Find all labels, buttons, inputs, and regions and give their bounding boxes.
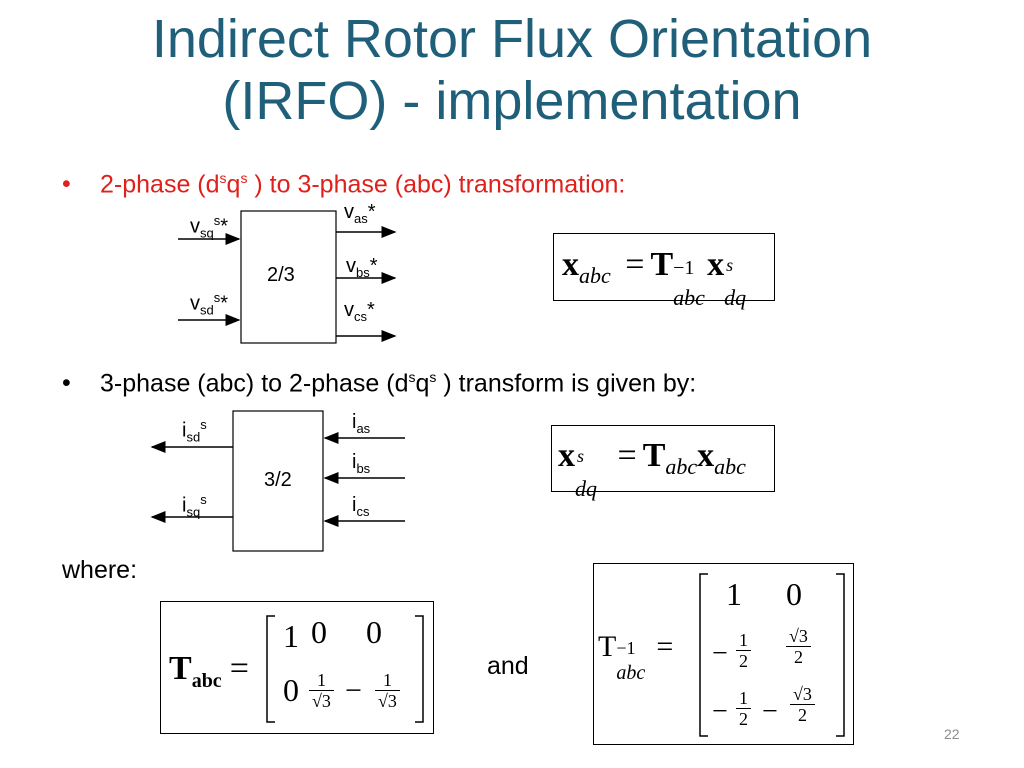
matrix-T-r2c2: 1√3 [309, 670, 334, 711]
label-vbs: vbs* [346, 255, 378, 280]
title-line-2: (IRFO) - implementation [222, 71, 802, 131]
block-2to3-label: 2/3 [267, 264, 295, 286]
label-vsq: vsqs* [190, 213, 229, 241]
matrix-T-r1c2: 0 [311, 614, 327, 650]
bullet-dot: • [62, 170, 71, 199]
bullet-2to3: •2-phase (dsqs ) to 3-phase (abc) transf… [62, 170, 626, 199]
label-vsd: vsds* [190, 290, 229, 318]
label-ics: ics [352, 494, 370, 519]
matrix-Tinv-r3-minus2: − [762, 696, 778, 727]
matrix-T-r2c3: 1√3 [375, 670, 400, 711]
where-label: where: [62, 556, 138, 584]
matrix-T-minus: − [345, 674, 362, 707]
label-isq: isqs [182, 492, 207, 520]
matrix-Tinv-r2-minus: − [712, 638, 728, 669]
bullet-3to2: •3-phase (abc) to 2-phase (dsqs ) transf… [62, 369, 697, 398]
matrix-Tinv-r1c1: 1 [726, 576, 742, 612]
label-vcs: vcs* [344, 299, 375, 324]
label-ibs: ibs [352, 451, 371, 476]
matrix-T-r2c1: 0 [283, 672, 299, 708]
matrix-Tinv-r1c2: 0 [786, 576, 802, 612]
matrix-T-name: Tabc= [169, 650, 249, 692]
block-3to2 [232, 410, 324, 552]
title-line-1: Indirect Rotor Flux Orientation [151, 9, 873, 69]
label-ias: ias [352, 411, 371, 436]
matrix-Tinv-brackets [699, 573, 845, 737]
matrix-T-brackets [266, 615, 424, 723]
and-label: and [487, 652, 529, 680]
bullet-dot: • [62, 369, 71, 398]
block-diagram-2to3 [178, 210, 397, 344]
block-2to3 [240, 210, 337, 344]
matrix-T-box: Tabc= 1 0 0 0 1√3 − 1√3 [160, 601, 434, 734]
matrix-T-r1c1: 1 [283, 618, 299, 654]
block-3to2-label: 3/2 [264, 469, 292, 491]
label-isd: isds [182, 417, 207, 445]
matrix-T-r1c3: 0 [366, 614, 382, 650]
page-number: 22 [944, 726, 960, 742]
slide-title: Indirect Rotor Flux Orientation (IRFO) -… [0, 8, 1024, 132]
label-vas: vas* [344, 201, 376, 226]
matrix-Tinv-r3-minus1: − [712, 696, 728, 727]
block-diagram-3to2 [150, 410, 405, 552]
